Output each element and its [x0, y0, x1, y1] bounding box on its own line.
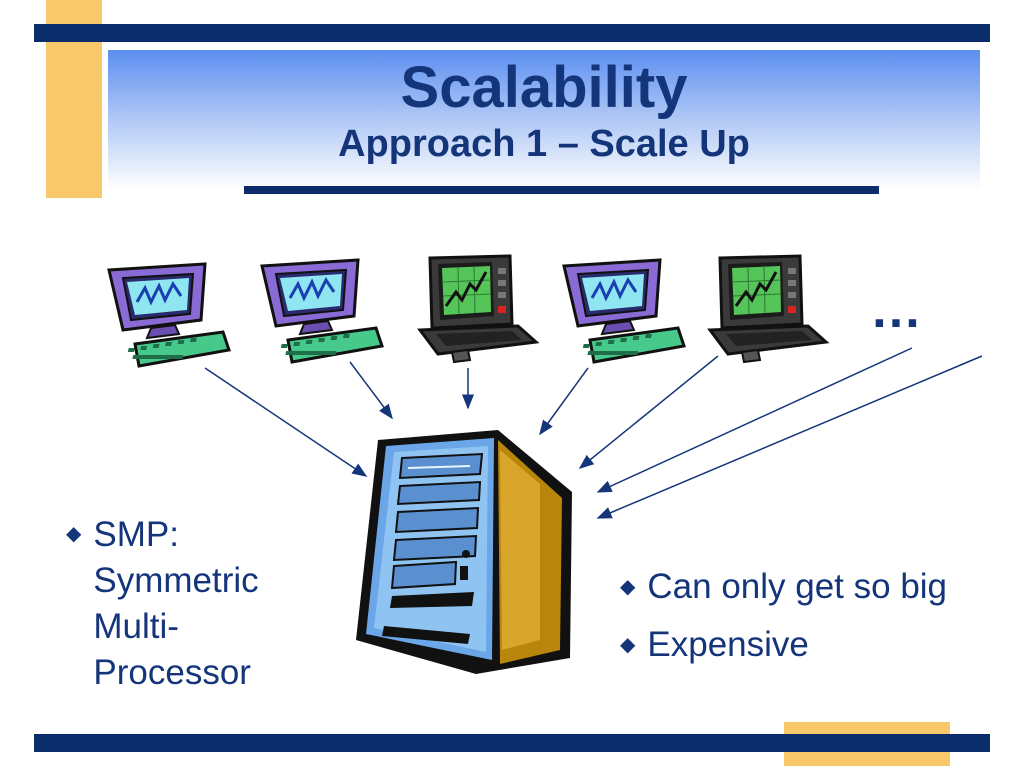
more-clients-ellipsis: …: [870, 281, 926, 339]
client-computer-4-icon: [562, 258, 686, 364]
navy-bar-top: [34, 24, 990, 42]
client-computer-2-icon: [260, 258, 384, 364]
gold-bar-left-overlay: [46, 42, 102, 198]
navy-bar-bottom: [34, 734, 990, 752]
title-gradient-box: [108, 50, 980, 190]
client-terminal-5-icon: [708, 254, 828, 364]
diamond-bullet-icon: ◆: [66, 523, 82, 545]
arrow-more-2: [596, 355, 983, 519]
arrow-client-4: [539, 367, 589, 436]
diamond-bullet-icon: ◆: [620, 634, 636, 656]
arrow-client-2: [349, 361, 393, 420]
bullet-item: ◆ Expensive: [620, 623, 947, 667]
slide-subtitle: Approach 1 – Scale Up: [338, 123, 750, 165]
arrow-client-5: [578, 355, 719, 469]
bullet-text: Expensive: [647, 625, 809, 664]
bullet-smp: ◆ SMP: Symmetric Multi-Processor: [66, 512, 293, 696]
client-computer-1-icon: [107, 262, 231, 368]
title-underline: [244, 186, 879, 194]
bullet-item: ◆ Can only get so big: [620, 565, 947, 609]
bullet-smp-text: SMP: Symmetric Multi-Processor: [93, 515, 259, 692]
client-terminal-3-icon: [418, 254, 538, 364]
diamond-bullet-icon: ◆: [620, 576, 636, 598]
server-tower-icon: [356, 430, 572, 674]
arrow-client-1: [204, 367, 368, 477]
slide-title: Scalability: [400, 55, 688, 120]
right-bullet-list: ◆ Can only get so big ◆ Expensive: [620, 565, 947, 681]
arrow-more-1: [596, 347, 913, 493]
bullet-text: Can only get so big: [647, 567, 948, 606]
